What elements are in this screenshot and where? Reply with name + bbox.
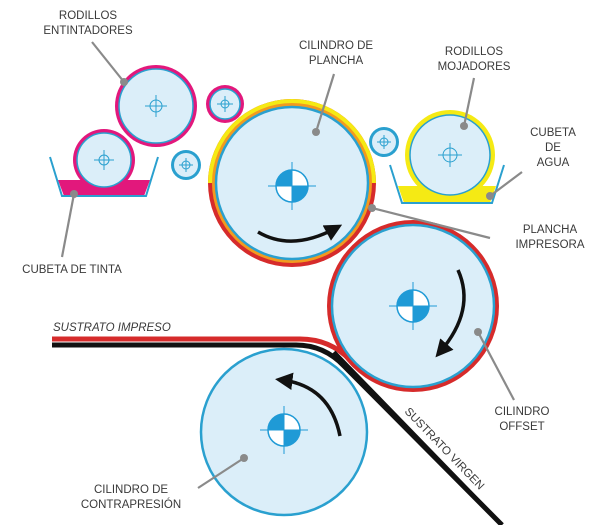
label-inking-rollers-line2: ENTINTADORES — [43, 25, 133, 37]
label-dampening-rollers-line1: RODILLOS — [445, 46, 503, 58]
label-water-tray-line1: CUBETA — [530, 127, 576, 139]
label-plate-cylinder-line1: CILINDRO DE — [299, 40, 373, 52]
label-plate-cylinder-line2: PLANCHA — [309, 55, 364, 67]
leader-lines — [60, 41, 523, 489]
plate-cylinder — [208, 99, 376, 267]
label-printing-plate-line1: PLANCHA — [523, 224, 578, 236]
label-dampening-rollers-line2: MOJADORES — [438, 61, 511, 73]
label-inking-rollers-line1: RODILLOS — [59, 10, 117, 22]
printed-substrate-black-band — [52, 342, 504, 525]
impression-rotation-arrow-icon — [275, 372, 342, 437]
label-impression-cylinder-line1: CILINDRO DE — [94, 484, 168, 496]
inking-roller-tray — [73, 129, 135, 191]
dampening-roller-small — [369, 127, 399, 157]
dampening-roller-large — [405, 110, 495, 200]
offset-cylinder-axis-icon — [389, 282, 437, 330]
label-blank-substrate: SUSTRATO VIRGEN — [402, 406, 486, 493]
impression-cylinder — [199, 347, 369, 517]
plate-cylinder-axis-icon — [268, 162, 316, 210]
impression-cylinder-axis-icon — [260, 406, 308, 454]
label-water-tray-line2: DE — [545, 142, 561, 154]
inking-roller-large — [115, 65, 197, 147]
ink-tray-outline — [49, 156, 159, 197]
inking-roller-small-bottom — [171, 150, 201, 180]
label-printed-substrate: SUSTRATO IMPRESO — [53, 322, 171, 334]
inking-roller-small-top — [206, 85, 244, 123]
label-water-tray-line3: AGUA — [537, 157, 570, 169]
label-impression-cylinder-line2: CONTRAPRESIÓN — [81, 498, 181, 511]
offset-cylinder — [327, 220, 499, 392]
label-offset-cylinder-line1: CILINDRO — [495, 406, 550, 418]
plate-rotation-arrow-icon — [257, 224, 343, 243]
offset-rotation-arrow-icon — [435, 269, 466, 358]
blank-substrate-line — [332, 350, 504, 525]
label-offset-cylinder-line2: OFFSET — [499, 421, 544, 433]
label-printing-plate-line2: IMPRESORA — [515, 239, 584, 251]
labels: RODILLOS ENTINTADORES CILINDRO DE PLANCH… — [22, 10, 585, 511]
label-ink-tray: CUBETA DE TINTA — [22, 264, 122, 276]
water-tray-outline — [389, 164, 505, 204]
